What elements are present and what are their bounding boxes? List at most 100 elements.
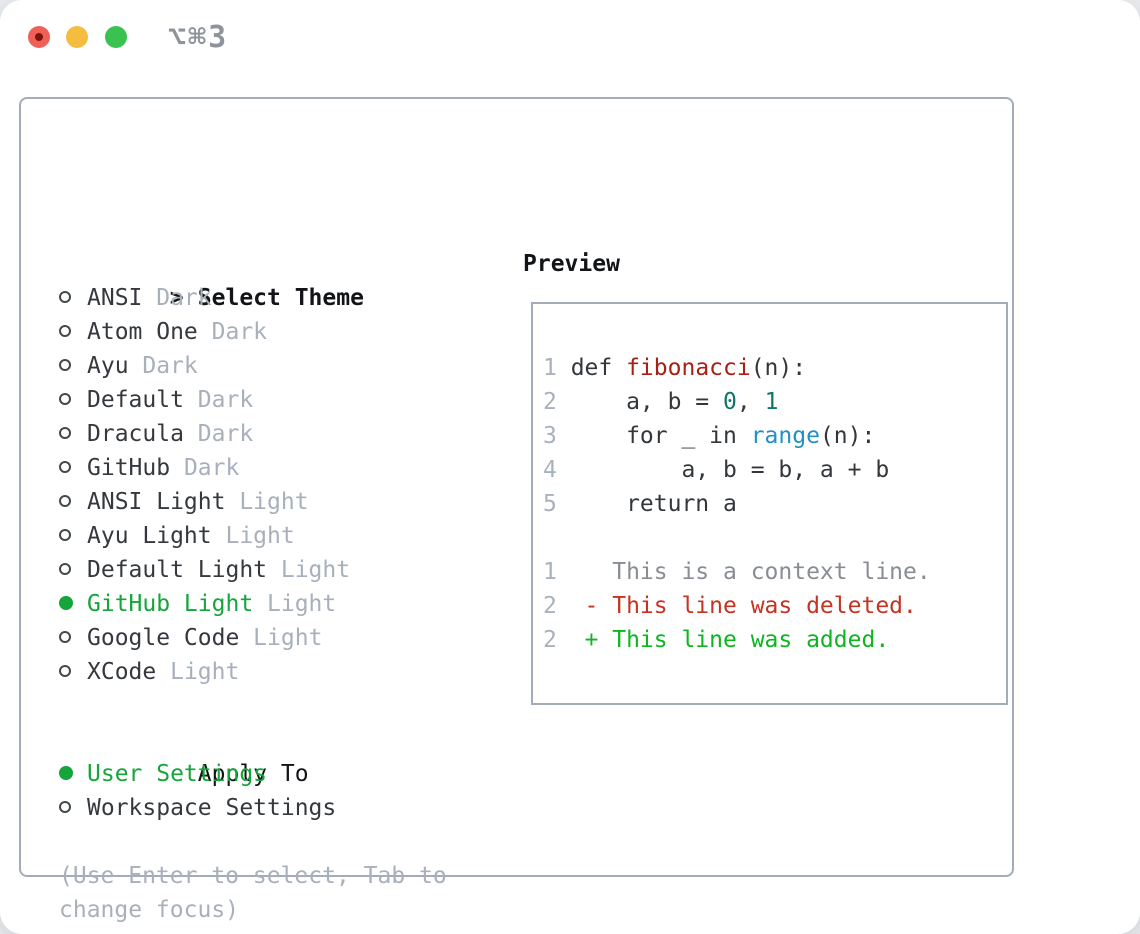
preview-line: 5 return a (543, 487, 1006, 521)
title-bar: ⌥⌘3 (0, 0, 1140, 74)
minimize-button[interactable] (66, 26, 88, 48)
line-number: 3 (543, 423, 557, 449)
code-token: a, b = b, a + b (570, 457, 890, 483)
theme-item[interactable]: ANSI Dark (59, 281, 364, 315)
theme-name: ANSI Light (87, 489, 226, 515)
theme-variant-tag: Light (253, 591, 337, 617)
theme-item[interactable]: Atom One Dark (59, 315, 364, 349)
theme-item[interactable]: GitHub Light Light (59, 587, 364, 621)
radio-icon (59, 315, 87, 349)
apply-to-option-label: User Settings (87, 761, 268, 787)
code-token: return a (570, 491, 737, 517)
line-number: 5 (543, 491, 557, 517)
preview-title: Preview (523, 251, 620, 277)
code-token: , (736, 389, 765, 415)
theme-item[interactable]: Ayu Dark (59, 349, 364, 383)
zoom-button[interactable] (105, 26, 127, 48)
line-number: 2 (543, 627, 557, 653)
theme-name: XCode (87, 659, 157, 685)
theme-name: Default Light (87, 557, 268, 583)
apply-to-header-row: Apply To (59, 723, 336, 787)
line-number: 2 (543, 593, 557, 619)
apply-to-option[interactable]: User Settings (59, 757, 336, 791)
theme-list-header-row: > Select Theme (59, 247, 364, 311)
theme-name: Google Code (87, 625, 240, 651)
theme-variant-tag: Light (211, 523, 295, 549)
code-token: (n): (819, 423, 876, 449)
theme-name: ANSI (87, 285, 143, 311)
theme-name: Default (87, 387, 184, 413)
radio-icon (59, 553, 87, 587)
theme-variant-tag: Dark (170, 455, 240, 481)
theme-variant-tag: Dark (183, 387, 254, 413)
radio-icon (59, 417, 87, 451)
preview-line: 4 a, b = b, a + b (543, 453, 1006, 487)
radio-selected-icon (59, 587, 87, 621)
theme-variant-tag: Light (156, 659, 240, 685)
theme-item[interactable]: XCode Light (59, 655, 364, 689)
code-token: def (570, 355, 627, 381)
preview-line: 2 - This line was deleted. (543, 589, 1006, 623)
radio-icon (59, 791, 87, 825)
theme-variant-tag: Dark (128, 353, 198, 379)
radio-icon (59, 485, 87, 519)
radio-icon (59, 383, 87, 417)
theme-variant-tag: Dark (142, 285, 212, 311)
preview-line: 1 This is a context line. (543, 555, 1006, 589)
theme-item[interactable]: ANSI Light Light (59, 485, 364, 519)
code-token: 0 (723, 389, 737, 415)
theme-variant-tag: Light (239, 625, 323, 651)
theme-name: Ayu Light (87, 523, 212, 549)
window-title: ⌥⌘3 (168, 20, 229, 55)
code-token: range (750, 423, 820, 449)
theme-variant-tag: Dark (197, 319, 268, 345)
theme-name: Dracula (87, 421, 184, 447)
preview-line: 3 for _ in range(n): (543, 419, 1006, 453)
code-token: (n): (750, 355, 807, 381)
line-number: 1 (543, 355, 557, 381)
theme-item[interactable]: Dracula Dark (59, 417, 364, 451)
code-token: a, b = (570, 389, 724, 415)
code-token: 1 (764, 389, 779, 415)
theme-item[interactable]: GitHub Dark (59, 451, 364, 485)
theme-name: Atom One (87, 319, 198, 345)
theme-item[interactable]: Default Dark (59, 383, 364, 417)
code-token: - This line was deleted. (570, 593, 917, 619)
radio-selected-icon (59, 757, 87, 791)
radio-icon (59, 451, 87, 485)
code-token: for _ in (570, 423, 751, 449)
radio-icon (59, 655, 87, 689)
theme-variant-tag: Dark (183, 421, 254, 447)
close-button[interactable] (28, 26, 50, 48)
apply-to-title: Apply To (197, 761, 309, 787)
line-number: 2 (543, 389, 557, 415)
line-number: 1 (543, 559, 557, 585)
radio-icon (59, 519, 87, 553)
theme-list-title: Select Theme (197, 285, 364, 311)
code-token: This is a context line. (570, 559, 931, 585)
radio-icon (59, 349, 87, 383)
theme-item[interactable]: Default Light Light (59, 553, 364, 587)
theme-item[interactable]: Ayu Light Light (59, 519, 364, 553)
apply-to-option[interactable]: Workspace Settings (59, 791, 336, 825)
prompt-icon: > (169, 285, 184, 311)
theme-name: GitHub Light (87, 591, 254, 617)
line-number: 4 (543, 457, 557, 483)
code-token: + This line was added. (570, 627, 890, 653)
radio-icon (59, 281, 87, 315)
theme-name: GitHub (87, 455, 171, 481)
preview-line: 2 a, b = 0, 1 (543, 385, 1006, 419)
theme-variant-tag: Light (225, 489, 309, 515)
radio-icon (59, 621, 87, 655)
theme-variant-tag: Light (267, 557, 351, 583)
preview-line (543, 521, 1006, 555)
theme-item[interactable]: Google Code Light (59, 621, 364, 655)
keyboard-hint: (Use Enter to select, Tab to change focu… (59, 859, 447, 927)
hint-line: (Use Enter to select, Tab to (59, 863, 447, 889)
